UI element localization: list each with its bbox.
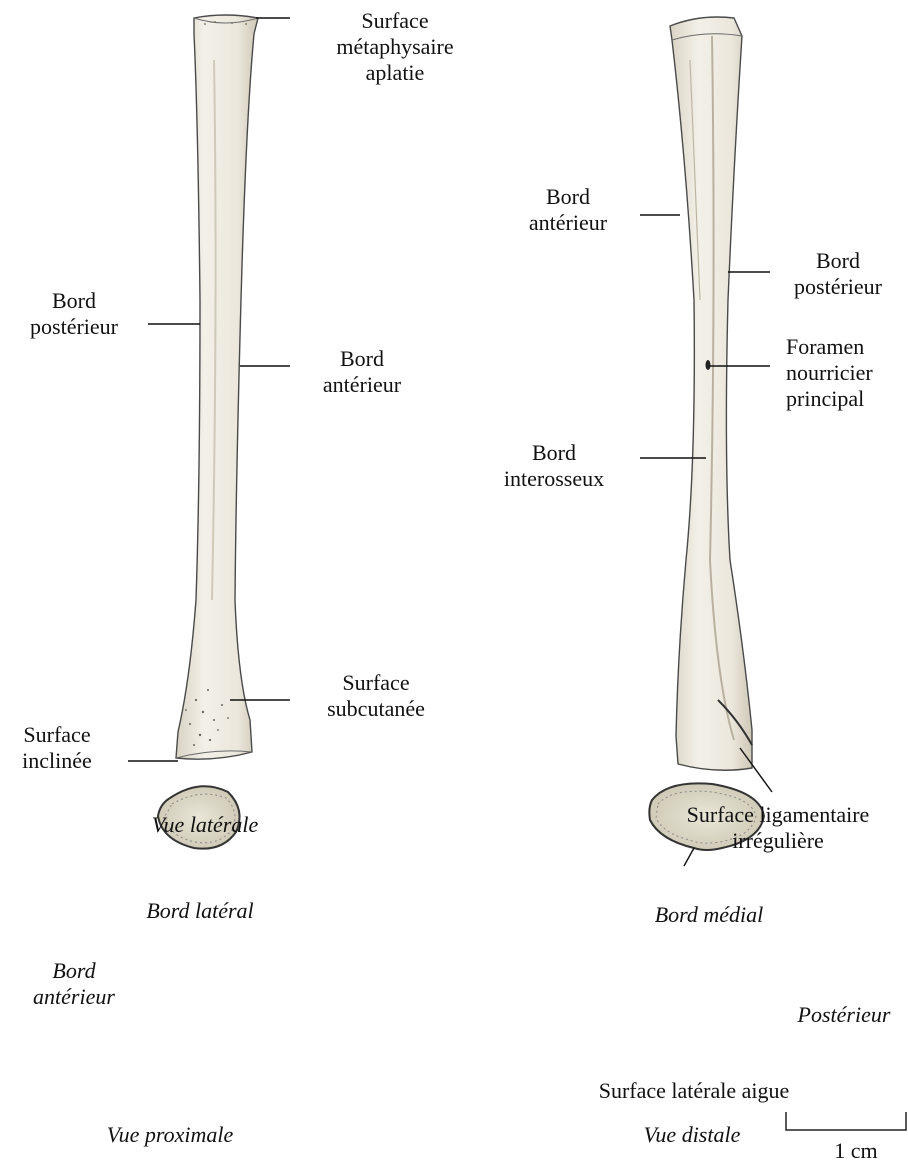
label-vue-proximale: Vue proximale [80,1122,260,1148]
label-bord-medial: Bord médial [624,902,794,928]
label-vue-distale: Vue distale [612,1122,772,1148]
label-surface-ligamentaire: Surface ligamentaire irrégulière [656,802,900,854]
label-scale: 1 cm [816,1138,896,1164]
bone-medial-view [670,17,752,770]
label-bord-anterieur-proximal: Bord antérieur [14,958,134,1010]
label-bord-posterieur-right: Bord postérieur [778,248,898,300]
label-foramen: Foramen nourricier principal [786,334,906,412]
label-posterieur: Postérieur [782,1002,906,1028]
label-bord-anterieur-left: Bord antérieur [302,346,422,398]
label-surface-subcutanee: Surface subcutanée [316,670,436,722]
label-bord-lateral: Bord latéral [120,898,280,924]
label-surface-inclinee: Surface inclinée [2,722,112,774]
label-surface-metaphysaire: Surface métaphysaire aplatie [330,8,460,86]
label-bord-posterieur-left: Bord postérieur [14,288,134,340]
label-vue-laterale: Vue latérale [120,812,290,838]
label-surface-laterale-aigue: Surface latérale aigue [566,1078,822,1104]
label-bord-interosseux: Bord interosseux [492,440,616,492]
scale-bar [786,1112,906,1130]
bone-lateral-view [176,15,258,759]
label-bord-anterieur-right: Bord antérieur [508,184,628,236]
